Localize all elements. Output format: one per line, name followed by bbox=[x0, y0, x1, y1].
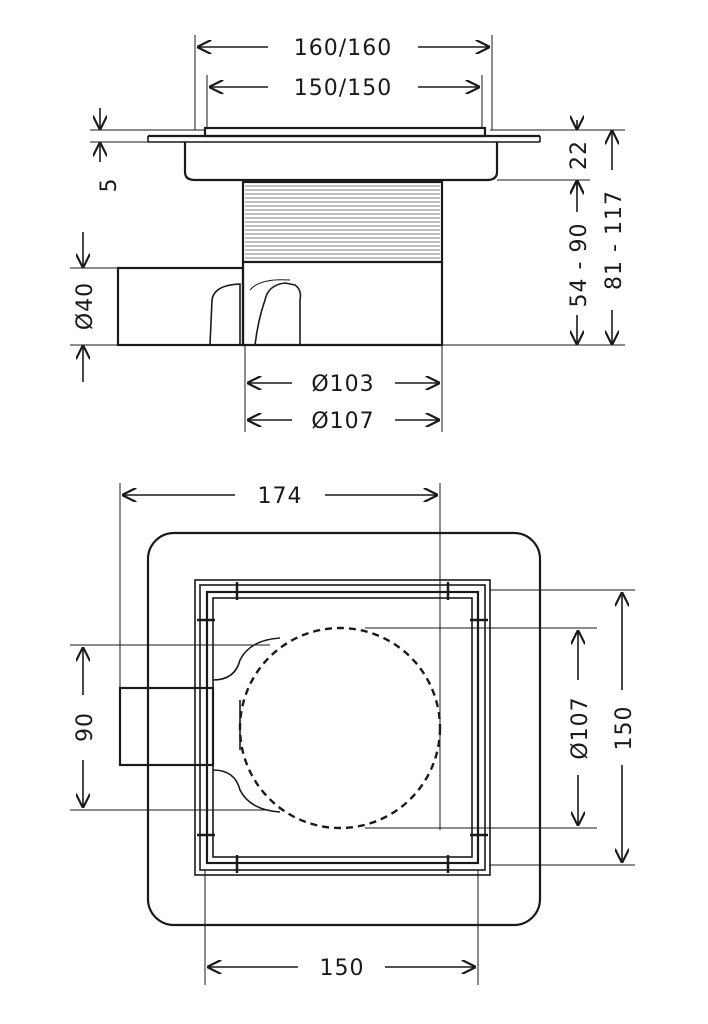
dim-label: 150/150 bbox=[294, 76, 392, 101]
dim-label: Ø40 bbox=[73, 282, 98, 330]
dimension-54-90: 54 - 90 bbox=[567, 180, 592, 345]
dim-label: 81 - 117 bbox=[602, 190, 627, 290]
dim-label: 90 bbox=[73, 712, 98, 742]
dim-label: 54 - 90 bbox=[567, 223, 592, 308]
drain-body-plan bbox=[118, 531, 542, 927]
dim-label: Ø107 bbox=[311, 409, 374, 434]
plan-view: 174 90 bbox=[70, 483, 637, 985]
side-view: 160/160 150/150 bbox=[70, 35, 627, 434]
dim-label: 5 bbox=[97, 178, 122, 193]
dimension-5: 5 bbox=[90, 108, 205, 193]
dim-label: Ø103 bbox=[311, 372, 374, 397]
dimension-outlet-40: Ø40 bbox=[70, 232, 118, 382]
dim-label: 22 bbox=[567, 140, 592, 170]
dimension-174: 174 bbox=[122, 484, 438, 509]
pipe-outline-dashed bbox=[238, 626, 442, 830]
dimension-150-horizontal: 150 bbox=[207, 956, 476, 981]
dim-label: 160/160 bbox=[294, 36, 392, 61]
dim-label: Ø107 bbox=[568, 696, 593, 759]
dimension-107: Ø107 bbox=[247, 409, 440, 434]
dimension-160-160: 160/160 bbox=[197, 36, 490, 61]
dimension-150-vertical: 150 bbox=[612, 592, 637, 863]
dimension-103: Ø103 bbox=[247, 372, 440, 397]
dimension-81-117: 81 - 117 bbox=[602, 130, 627, 345]
dimension-90: 90 bbox=[73, 647, 98, 808]
dim-label: 174 bbox=[258, 484, 303, 509]
drain-body-side bbox=[116, 126, 541, 347]
dim-label: 150 bbox=[320, 956, 365, 981]
dim-label: 150 bbox=[612, 706, 637, 751]
dimension-150-150: 150/150 bbox=[209, 76, 480, 101]
dimension-diameter-107: Ø107 bbox=[568, 630, 593, 826]
